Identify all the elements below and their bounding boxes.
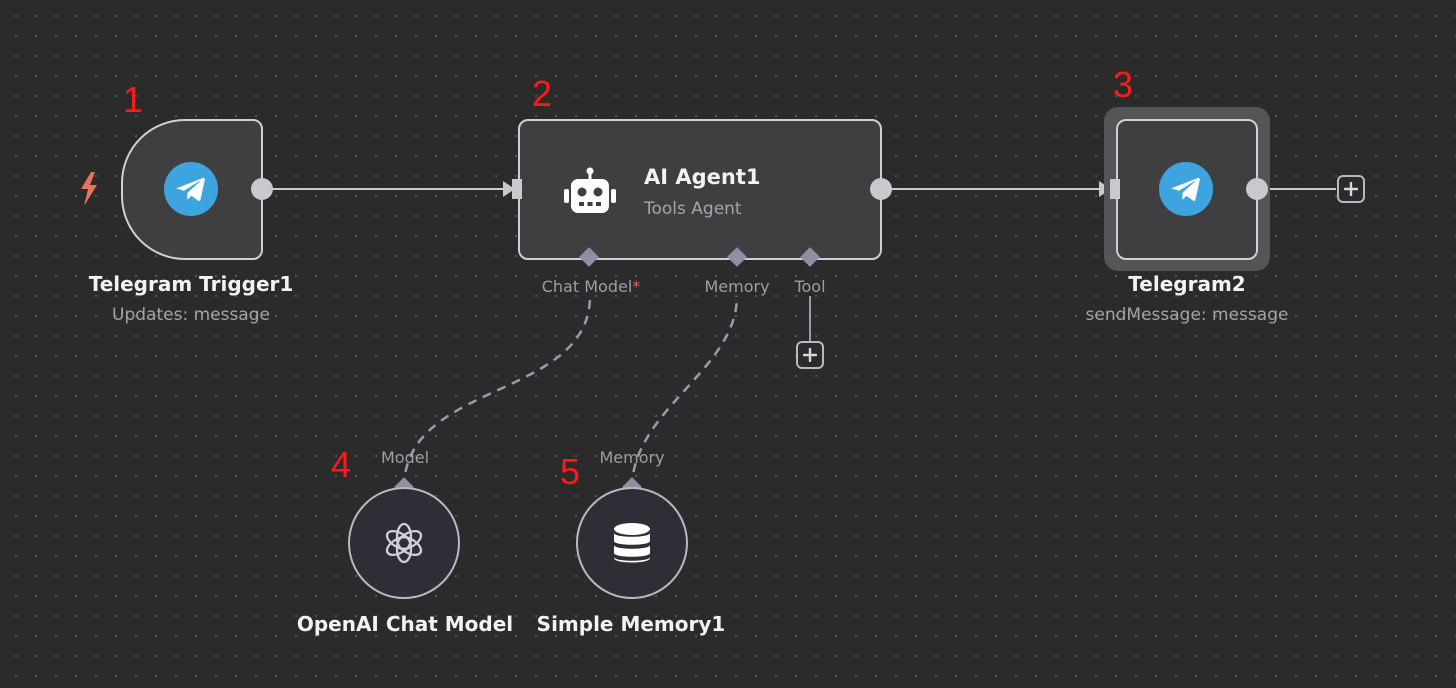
telegram-input-handle[interactable] bbox=[1110, 179, 1120, 199]
openai-node-title: OpenAI Chat Model bbox=[296, 612, 514, 636]
simple-memory-node[interactable] bbox=[576, 487, 688, 599]
step-number-1: 1 bbox=[123, 79, 144, 120]
memory-handle bbox=[727, 247, 747, 267]
telegram-node[interactable] bbox=[1116, 119, 1258, 260]
step-number-3: 3 bbox=[1113, 64, 1134, 105]
add-node-button[interactable] bbox=[1337, 175, 1365, 203]
agent-node-subtitle: Tools Agent bbox=[644, 199, 742, 219]
chat-model-label-text: Chat Model bbox=[541, 277, 633, 296]
telegram-icon bbox=[1159, 162, 1213, 216]
memory-node-title: Simple Memory1 bbox=[536, 612, 726, 636]
agent-output-handle[interactable] bbox=[870, 178, 892, 200]
required-marker: * bbox=[632, 277, 641, 296]
telegram-output-handle[interactable] bbox=[1246, 178, 1268, 200]
telegram-icon bbox=[164, 162, 218, 216]
connection-memory-agent bbox=[630, 295, 739, 489]
model-port-label: Model bbox=[380, 448, 430, 467]
telegram-node-subtitle: sendMessage: message bbox=[1085, 305, 1289, 325]
chat-model-handle bbox=[579, 247, 599, 267]
telegram-node-title: Telegram2 bbox=[1128, 272, 1246, 296]
openai-icon bbox=[385, 522, 423, 564]
chat-model-port-label: Chat Model* bbox=[542, 277, 641, 296]
plus-icon bbox=[1344, 182, 1358, 196]
memory-node-port-label: Memory bbox=[599, 448, 665, 467]
telegram-trigger-node[interactable] bbox=[121, 119, 263, 260]
step-number-4: 4 bbox=[331, 444, 352, 485]
step-number-2: 2 bbox=[532, 73, 553, 114]
plus-icon bbox=[803, 348, 817, 362]
robot-icon bbox=[564, 167, 616, 213]
connection-arrow-agent bbox=[503, 181, 515, 197]
openai-chat-model-node[interactable] bbox=[348, 487, 460, 599]
tool-handle bbox=[800, 247, 820, 267]
tool-port-label: Tool bbox=[794, 277, 826, 296]
trigger-node-subtitle: Updates: message bbox=[112, 305, 270, 325]
connection-model-agent bbox=[402, 295, 592, 489]
trigger-bolt-icon bbox=[81, 172, 97, 206]
trigger-output-handle[interactable] bbox=[251, 178, 273, 200]
add-tool-button[interactable] bbox=[796, 341, 824, 369]
agent-node-title: AI Agent1 bbox=[644, 165, 761, 189]
memory-port-label: Memory bbox=[704, 277, 770, 296]
database-icon bbox=[614, 523, 650, 563]
step-number-5: 5 bbox=[560, 451, 581, 492]
trigger-node-title: Telegram Trigger1 bbox=[88, 272, 294, 296]
agent-input-handle[interactable] bbox=[512, 179, 522, 199]
